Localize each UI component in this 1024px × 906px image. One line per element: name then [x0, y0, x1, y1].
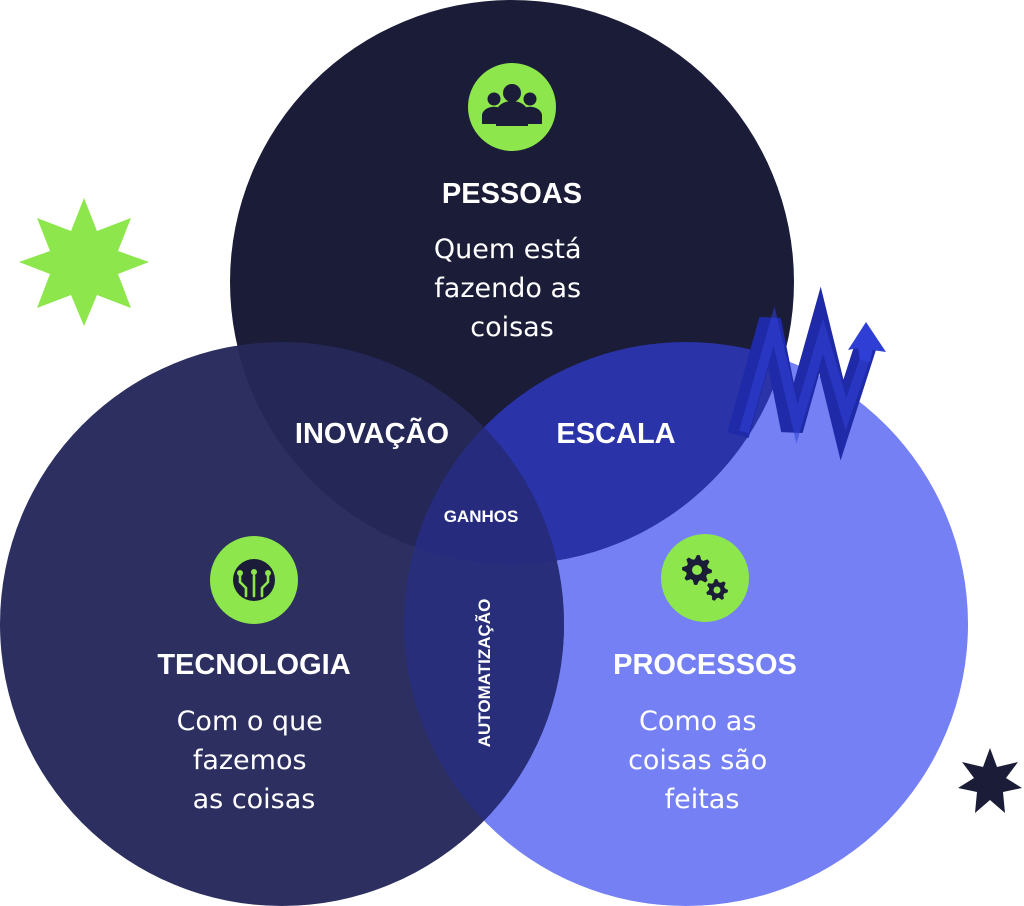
ganhos-label: GANHOS	[444, 507, 519, 526]
region-escala	[404, 342, 794, 564]
pessoas-desc-line: coisas	[470, 312, 554, 343]
processos-desc-line: coisas são	[628, 745, 767, 776]
pessoas-desc-line: Quem está	[434, 234, 582, 265]
tecnologia-desc-line: as coisas	[193, 784, 316, 815]
zigzag-arrow-icon	[727, 286, 886, 461]
automatizacao-label: AUTOMATIZAÇÃO	[474, 599, 494, 748]
green-star-icon	[19, 198, 149, 326]
escala-label: ESCALA	[556, 418, 675, 450]
circuit-icon	[210, 536, 298, 624]
people-icon	[468, 63, 556, 151]
processos-title: PROCESSOS	[613, 649, 797, 681]
processos-description: Como as coisas são feitas	[628, 706, 776, 815]
processos-desc-line: feitas	[665, 784, 740, 815]
dark-star-icon	[958, 748, 1022, 813]
processos-desc-line: Como as	[639, 706, 756, 737]
pessoas-desc-line: fazendo as	[434, 273, 581, 304]
gears-icon	[661, 534, 749, 622]
tecnologia-desc-line: Com o que	[177, 706, 323, 737]
pessoas-description: Quem está fazendo as coisas	[434, 234, 590, 343]
tecnologia-description: Com o que fazemos as coisas	[177, 706, 332, 815]
region-inovacao	[230, 342, 564, 564]
pessoas-title: PESSOAS	[442, 178, 582, 210]
tecnologia-title: TECNOLOGIA	[157, 649, 350, 681]
inovacao-label: INOVAÇÃO	[295, 416, 449, 450]
tecnologia-desc-line: fazemos	[193, 745, 307, 776]
